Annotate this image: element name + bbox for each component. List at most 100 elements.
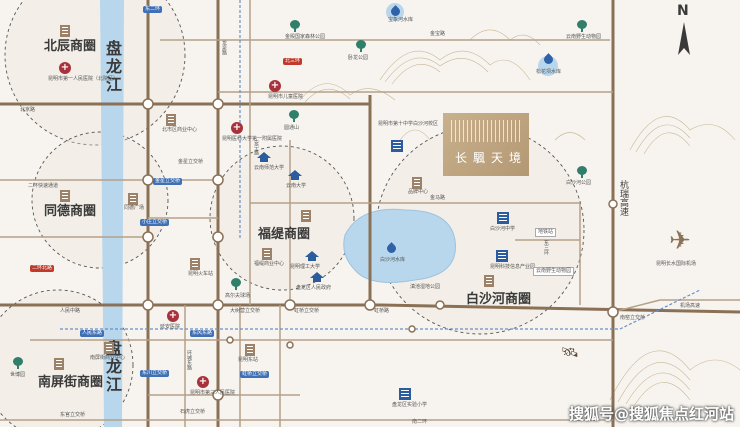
poi-mall-north[interactable]: 北市区商业中心: [162, 127, 198, 133]
road-tag-dongchang: 东二环: [143, 6, 163, 13]
road-tag-dongfeng: 东风东路: [190, 330, 215, 337]
school-building-icon: [391, 140, 403, 152]
watermark: 搜狐号@搜狐焦点红河站: [568, 405, 734, 423]
poi-jiudian[interactable]: 世博园: [10, 372, 26, 378]
tree-icon: [288, 110, 300, 122]
office-icon: [399, 388, 411, 400]
road-label-honghu: 虹桥立交桥: [294, 308, 320, 314]
school-icon: [310, 272, 324, 282]
poi-zoo-box[interactable]: 云南野生动物园: [533, 267, 575, 276]
building-icon: [166, 114, 176, 126]
hospital-icon: +: [167, 310, 179, 322]
poi-hospital-north[interactable]: 昆明市第一人民医院（北院区）: [48, 76, 119, 82]
building-icon: [60, 190, 70, 202]
poi-lake-small[interactable]: 松花坝水库: [536, 69, 562, 75]
poi-mall-nanping[interactable]: 南屏街商业中心: [90, 355, 126, 361]
compass-arrow: [678, 22, 690, 55]
poi-mall-futi[interactable]: 福缇商业中心: [254, 261, 285, 267]
building-icon: [54, 358, 64, 370]
poi-school-crossing[interactable]: 白沙河中学: [490, 226, 516, 232]
airport-label: 昆明长水国际机场: [656, 261, 697, 267]
road-label-huancheng: 环城东路: [186, 350, 192, 370]
road-tag-bei2ring: 二环北路: [30, 265, 55, 272]
poi-park-crossing[interactable]: 白沙河公园: [566, 180, 592, 186]
poi-park-yuantong[interactable]: 圆通山: [284, 125, 300, 131]
road-label-nanyang: 南窑立交桥: [620, 315, 646, 321]
tree-icon: [230, 278, 242, 290]
river-label: 盘龙江: [103, 40, 122, 94]
poi-metro-box[interactable]: 地铁站: [535, 228, 557, 237]
road-label-jinxing: 金星立交桥: [178, 159, 204, 165]
poi-hospital-third[interactable]: 昆明市第三人民医院: [190, 390, 236, 396]
road-label-anan: 安宁路: [253, 140, 259, 155]
poi-park-wo[interactable]: 卧龙公园: [348, 55, 369, 61]
airplane-icon: ✈: [669, 226, 691, 256]
mountain-lines-top: [299, 29, 740, 407]
road-label-renmin-mid: 人民中路: [60, 308, 81, 314]
futi-circle-label[interactable]: 福缇商圈: [258, 227, 311, 242]
office-icon: [497, 212, 509, 224]
poi-park-jinlong[interactable]: 金殿国家森林公园: [285, 34, 326, 40]
school-icon: [288, 170, 302, 180]
poi-water-north[interactable]: 宝象河水库: [388, 17, 414, 23]
building-icon: [128, 193, 138, 205]
building-icon: [301, 210, 311, 222]
compass-north-label: N: [677, 3, 689, 19]
poi-mall-tongde[interactable]: 同德广场: [124, 205, 145, 211]
tongde-circle-label[interactable]: 同德商圈: [44, 204, 97, 219]
poi-lake-bottom[interactable]: 滇池湿地公园: [410, 284, 441, 290]
school-icon: [257, 152, 271, 162]
tree-icon: [576, 20, 588, 32]
poi-station[interactable]: 昆明火车站: [188, 271, 214, 277]
baisha-circle-label[interactable]: 白沙河商圈: [466, 292, 532, 307]
project-name: 长颿天境: [455, 151, 528, 165]
road-label-dongguan: 东官立交桥: [60, 412, 86, 418]
road-label-longquan: 龙泉路: [221, 40, 227, 55]
poi-school-tech[interactable]: 昆明理工大学: [290, 264, 321, 270]
road-label-erhuan: 二环快速通道: [28, 183, 59, 189]
office-icon: [496, 250, 508, 262]
poi-school-baisha[interactable]: 昆明市第十中学白沙河校区: [378, 121, 439, 127]
poi-lake-name[interactable]: 白沙河水库: [380, 257, 406, 263]
poi-tech-park[interactable]: 昆明科技信息产业园: [490, 264, 536, 270]
poi-government[interactable]: 盘龙区人民政府: [296, 285, 332, 291]
poi-station2[interactable]: 昆明东站: [238, 357, 259, 363]
building-icon: [484, 275, 494, 287]
poi-golf[interactable]: 高尔夫球场: [225, 293, 251, 299]
interchanges: [142, 98, 619, 401]
poi-brand-center[interactable]: 品牌中心: [408, 189, 429, 195]
road-label-hongqiao: 虹桥路: [374, 308, 390, 314]
hospital-icon: +: [197, 376, 209, 388]
poi-school-yn[interactable]: 云南大学: [286, 183, 307, 189]
road-tag-honghu: 虹桥立交桥: [240, 371, 270, 378]
poi-school-mid[interactable]: 云南师范大学: [254, 165, 285, 171]
poi-hospital-children[interactable]: 昆明市儿童医院: [268, 94, 304, 100]
tree-icon: [12, 357, 24, 369]
hospital-icon: +: [231, 122, 243, 134]
road-label-airport-expressway: 机场高速: [680, 303, 701, 309]
road-tag-renmin: 人民东路: [80, 330, 105, 337]
building-icon: [245, 344, 255, 356]
building-icon: [412, 177, 422, 189]
road-label-nanhuan: 南二环: [412, 419, 428, 425]
poi-hospital-yanan[interactable]: 延安医院: [160, 324, 181, 330]
tree-icon: [289, 20, 301, 32]
road-label-jinma: 金马路: [430, 195, 446, 201]
poi-park-zoo[interactable]: 云南野生动物园: [566, 34, 602, 40]
nanping-circle-label[interactable]: 南屏街商圈: [38, 375, 104, 390]
poi-school-primary[interactable]: 盘龙区实验小学: [392, 402, 428, 408]
metro-lines: [60, 0, 701, 330]
tree-icon: [355, 40, 367, 52]
poi-hospital-mid[interactable]: 昆明医科大学第一附属医院: [222, 136, 283, 142]
road-tag-jinxing: 金星立交桥: [153, 178, 183, 185]
road-label-hangrui: 杭瑞高速: [618, 180, 628, 216]
road-tag-bei3ring: 北三环: [283, 58, 303, 65]
lake-shape: [343, 208, 456, 283]
satellite-icon: 🛰: [561, 345, 579, 361]
building-icon: [104, 342, 114, 354]
tree-icon: [576, 166, 588, 178]
beichen-circle-label[interactable]: 北辰商圈: [44, 39, 97, 54]
